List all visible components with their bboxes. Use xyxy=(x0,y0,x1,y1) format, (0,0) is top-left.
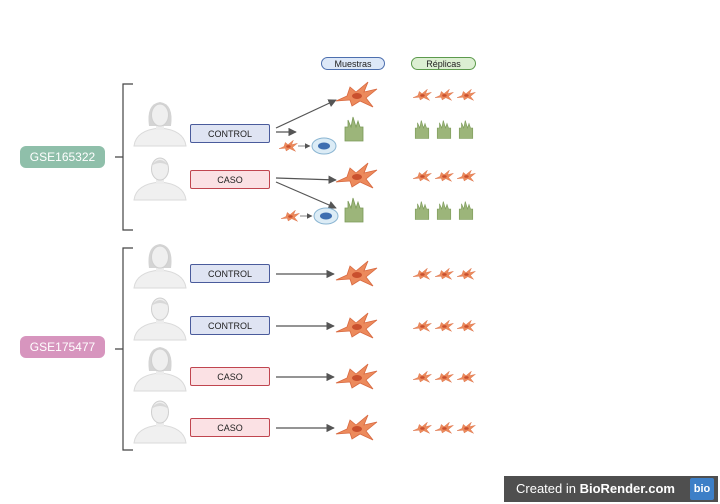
bracket-dataset-1 xyxy=(115,83,133,231)
culture-dish-icon xyxy=(311,137,337,155)
bracket-dataset-2 xyxy=(115,247,133,451)
dataset-label-gse175477: GSE175477 xyxy=(20,336,105,358)
fibroblast-replica-icon xyxy=(434,268,454,280)
watermark-brand: BioRender.com xyxy=(579,481,675,496)
biorender-logo: bio xyxy=(690,478,714,500)
arrow xyxy=(275,175,337,184)
fibroblast-icon xyxy=(280,210,300,222)
male-person-icon xyxy=(133,297,187,341)
organoid-replica-icon xyxy=(414,120,430,139)
dataset-label-gse165322: GSE165322 xyxy=(20,146,105,168)
fibroblast-sample-icon xyxy=(335,363,378,390)
fibroblast-replica-icon xyxy=(412,170,432,182)
male-person-icon xyxy=(133,400,187,444)
condition-label-caso: CASO xyxy=(190,170,270,189)
culture-dish-icon xyxy=(313,207,339,225)
fibroblast-replica-icon xyxy=(456,320,476,332)
fibroblast-replica-icon xyxy=(434,320,454,332)
organoid-sample-icon xyxy=(344,197,364,223)
condition-label-control: CONTROL xyxy=(190,264,270,283)
organoid-replica-icon xyxy=(414,201,430,220)
fibroblast-replica-icon xyxy=(456,422,476,434)
fibroblast-replica-icon xyxy=(434,422,454,434)
fibroblast-sample-icon xyxy=(335,312,378,339)
organoid-replica-icon xyxy=(436,201,452,220)
replicas-header: Réplicas xyxy=(411,57,476,70)
fibroblast-replica-icon xyxy=(412,89,432,101)
fibroblast-replica-icon xyxy=(456,89,476,101)
fibroblast-replica-icon xyxy=(434,371,454,383)
arrow xyxy=(275,181,337,209)
fibroblast-sample-icon xyxy=(335,81,378,108)
female-person-icon xyxy=(133,244,187,289)
fibroblast-sample-icon xyxy=(335,414,378,441)
biorender-watermark: Created in BioRender.com bio xyxy=(504,476,718,502)
condition-label-caso: CASO xyxy=(190,418,270,437)
fibroblast-replica-icon xyxy=(456,268,476,280)
fibroblast-sample-icon xyxy=(335,162,378,189)
fibroblast-replica-icon xyxy=(456,170,476,182)
organoid-replica-icon xyxy=(458,201,474,220)
fibroblast-replica-icon xyxy=(434,89,454,101)
fibroblast-replica-icon xyxy=(434,170,454,182)
organoid-replica-icon xyxy=(436,120,452,139)
fibroblast-replica-icon xyxy=(412,268,432,280)
fibroblast-replica-icon xyxy=(412,320,432,332)
condition-label-caso: CASO xyxy=(190,367,270,386)
fibroblast-replica-icon xyxy=(412,422,432,434)
fibroblast-replica-icon xyxy=(412,371,432,383)
female-person-icon xyxy=(133,347,187,392)
female-person-icon xyxy=(133,102,187,147)
watermark-prefix: Created in xyxy=(516,481,580,496)
condition-label-control: CONTROL xyxy=(190,124,270,143)
condition-label-control: CONTROL xyxy=(190,316,270,335)
organoid-sample-icon xyxy=(344,116,364,142)
organoid-replica-icon xyxy=(458,120,474,139)
arrow xyxy=(275,99,337,129)
male-person-icon xyxy=(133,157,187,201)
fibroblast-icon xyxy=(278,140,298,152)
fibroblast-replica-icon xyxy=(456,371,476,383)
samples-header: Muestras xyxy=(321,57,385,70)
fibroblast-sample-icon xyxy=(335,260,378,287)
